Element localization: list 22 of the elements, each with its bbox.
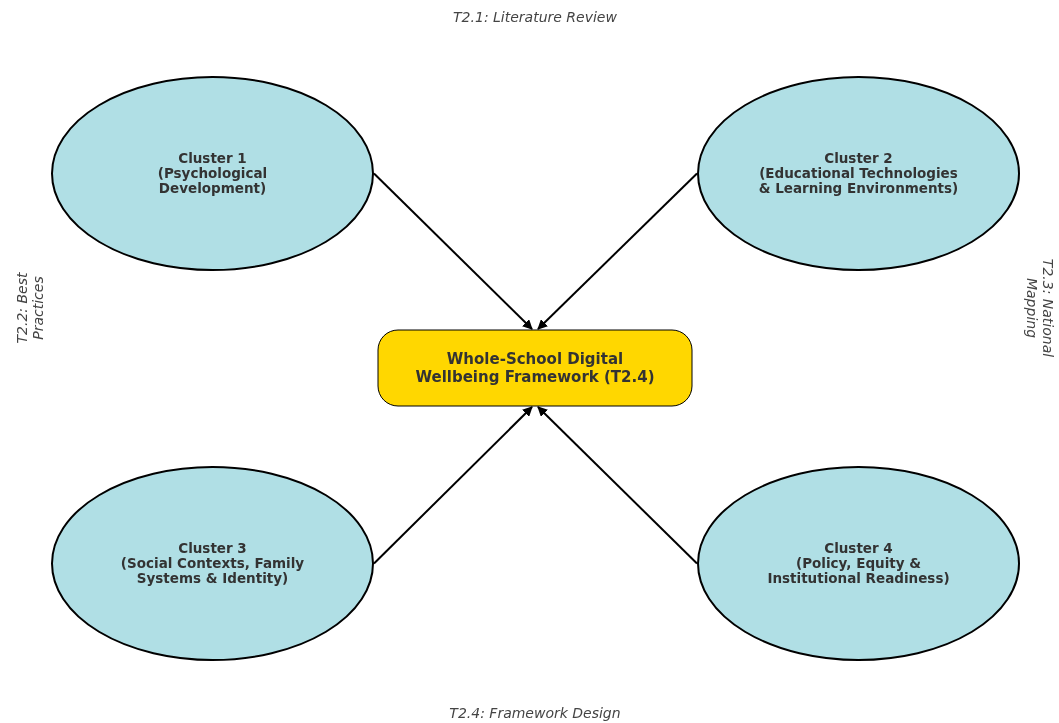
cluster-title: Cluster 4 xyxy=(824,541,893,556)
section-label: T2.4: Framework Design xyxy=(448,705,622,721)
section-label: T2.1: Literature Review xyxy=(452,9,618,25)
cluster-description: (Social Contexts, Family Systems & Identity) xyxy=(119,556,306,586)
arrow xyxy=(537,172,698,330)
cluster-ellipse xyxy=(51,466,374,661)
arrow xyxy=(373,406,533,565)
cluster-title: Cluster 3 xyxy=(178,541,247,556)
cluster-description: (Psychological Development) xyxy=(156,166,269,196)
cluster-ellipse xyxy=(51,76,374,271)
framework-title: Whole-School Digital Wellbeing Framework (T2.4) xyxy=(414,350,656,386)
cluster-ellipse xyxy=(697,76,1020,271)
cluster-description: (Educational Technologies & Learning Environments) xyxy=(757,166,960,196)
cluster-title: Cluster 1 xyxy=(178,151,247,166)
section-label: T2.3: National Mapping xyxy=(1024,257,1056,360)
arrow xyxy=(373,172,533,330)
section-label: T2.2: Best Practices xyxy=(14,271,46,346)
cluster-ellipse xyxy=(697,466,1020,661)
arrow xyxy=(537,406,698,565)
cluster-title: Cluster 2 xyxy=(824,151,893,166)
framework-box xyxy=(377,329,693,407)
cluster-description: (Policy, Equity & Institutional Readiness) xyxy=(766,556,951,586)
